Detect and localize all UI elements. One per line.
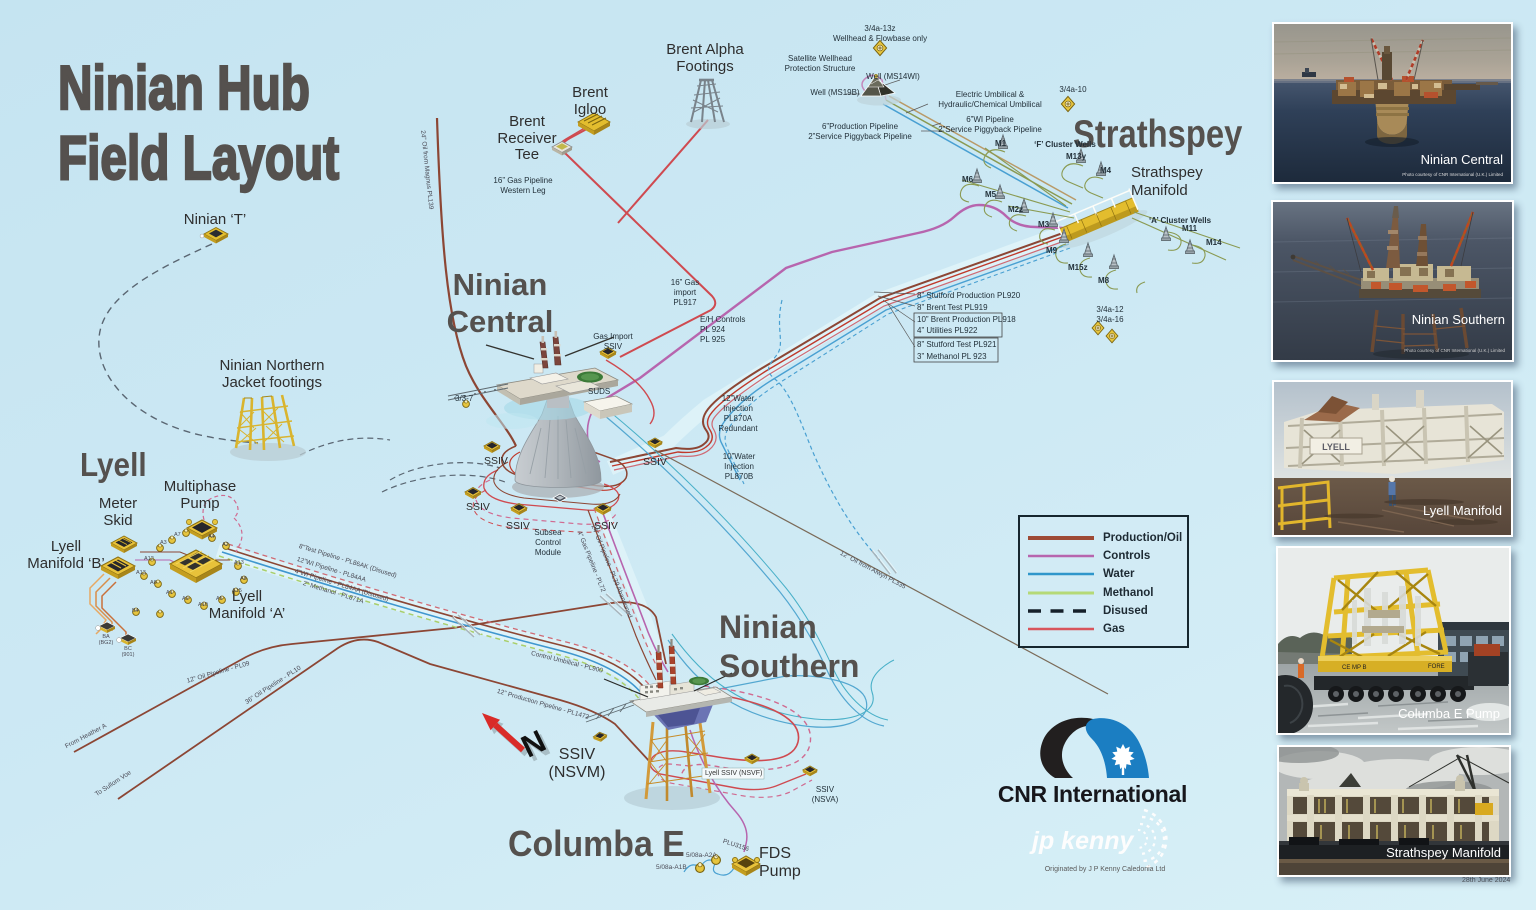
svg-text:CE MP B: CE MP B [1342,665,1367,671]
svg-text:FORE: FORE [1428,664,1445,670]
svg-text:Ninian Central: Ninian Central [1421,152,1503,167]
svg-text:Photo courtesy of CNR Internat: Photo courtesy of CNR International (U.K… [1404,348,1505,353]
svg-text:Columba E Pump: Columba E Pump [1398,706,1500,721]
svg-text:jp kenny: jp kenny [1029,827,1135,855]
svg-text:LYELL: LYELL [1322,442,1350,452]
svg-text:Strathspey Manifold: Strathspey Manifold [1386,845,1501,860]
svg-text:Ninian Southern: Ninian Southern [1412,312,1505,327]
svg-text:Photo courtesy of CNR Internat: Photo courtesy of CNR International (U.K… [1402,172,1503,177]
svg-text:Lyell Manifold: Lyell Manifold [1423,503,1502,518]
